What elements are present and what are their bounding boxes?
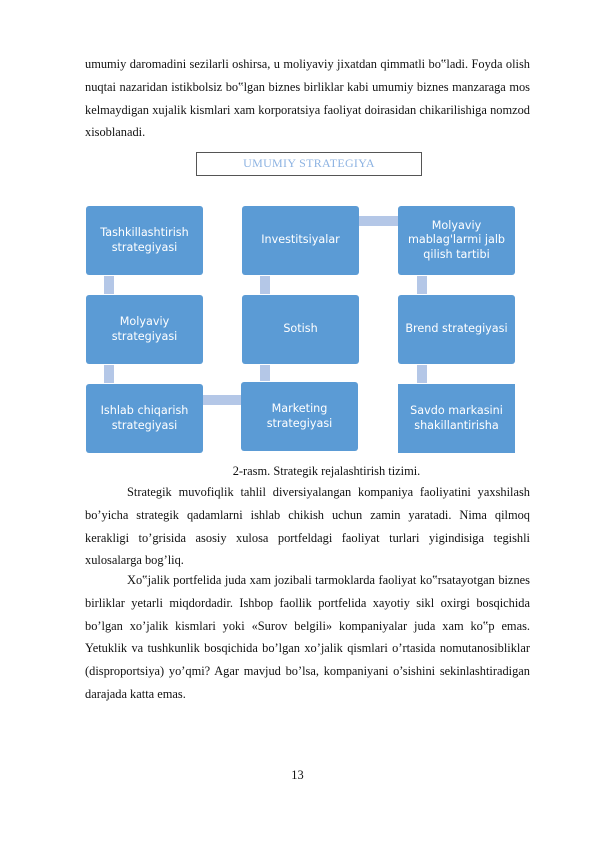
connector-ishlab-molyaviy bbox=[104, 365, 114, 383]
box-molyaviy-strategiyasi: Molyaviy strategiyasi bbox=[86, 295, 203, 364]
paragraph-intro: umumiy daromadini sezilarli oshirsa, u m… bbox=[85, 57, 530, 140]
connector-brend-savdo bbox=[417, 365, 427, 383]
box-marketing-strategiyasi: Marketing strategiyasi bbox=[241, 382, 358, 451]
diagram-title: UMUMIY STRATEGIYA bbox=[196, 152, 422, 176]
connector-molyaviy-tashkillashtirish bbox=[104, 276, 114, 294]
connector-sotish-investitsiyalar bbox=[260, 276, 270, 294]
page-number: 13 bbox=[291, 768, 304, 782]
box-tashkillashtirish-strategiyasi: Tashkillashtirish strategiyasi bbox=[86, 206, 203, 275]
paragraph-xojalik-portfeli: Xo‟jalik portfelida juda xam jozibali ta… bbox=[85, 573, 530, 701]
box-sotish: Sotish bbox=[242, 295, 359, 364]
connector-marketing-sotish bbox=[260, 365, 270, 381]
paragraph-strategik-muvofiqlik: Strategik muvofiqlik tahlil diversiyalan… bbox=[85, 485, 530, 568]
box-ishlab-chiqarish-strategiyasi: Ishlab chiqarish strategiyasi bbox=[86, 384, 203, 453]
box-savdo-markasini-shakillantirish: Savdo markasini shakillantirisha bbox=[398, 384, 515, 453]
box-investitsiyalar: Investitsiyalar bbox=[242, 206, 359, 275]
figure-caption: 2-rasm. Strategik rejalashtirish tizimi. bbox=[232, 464, 421, 478]
connector-investitsiyalar-mablag bbox=[359, 216, 398, 226]
connector-mablag-brend bbox=[417, 276, 427, 294]
box-molyaviy-mablag-jalb-qilish: Molyaviy mablag'larmi jalb qilish tartib… bbox=[398, 206, 515, 275]
connector-ishlab-marketing bbox=[203, 395, 241, 405]
box-brend-strategiyasi: Brend strategiyasi bbox=[398, 295, 515, 364]
